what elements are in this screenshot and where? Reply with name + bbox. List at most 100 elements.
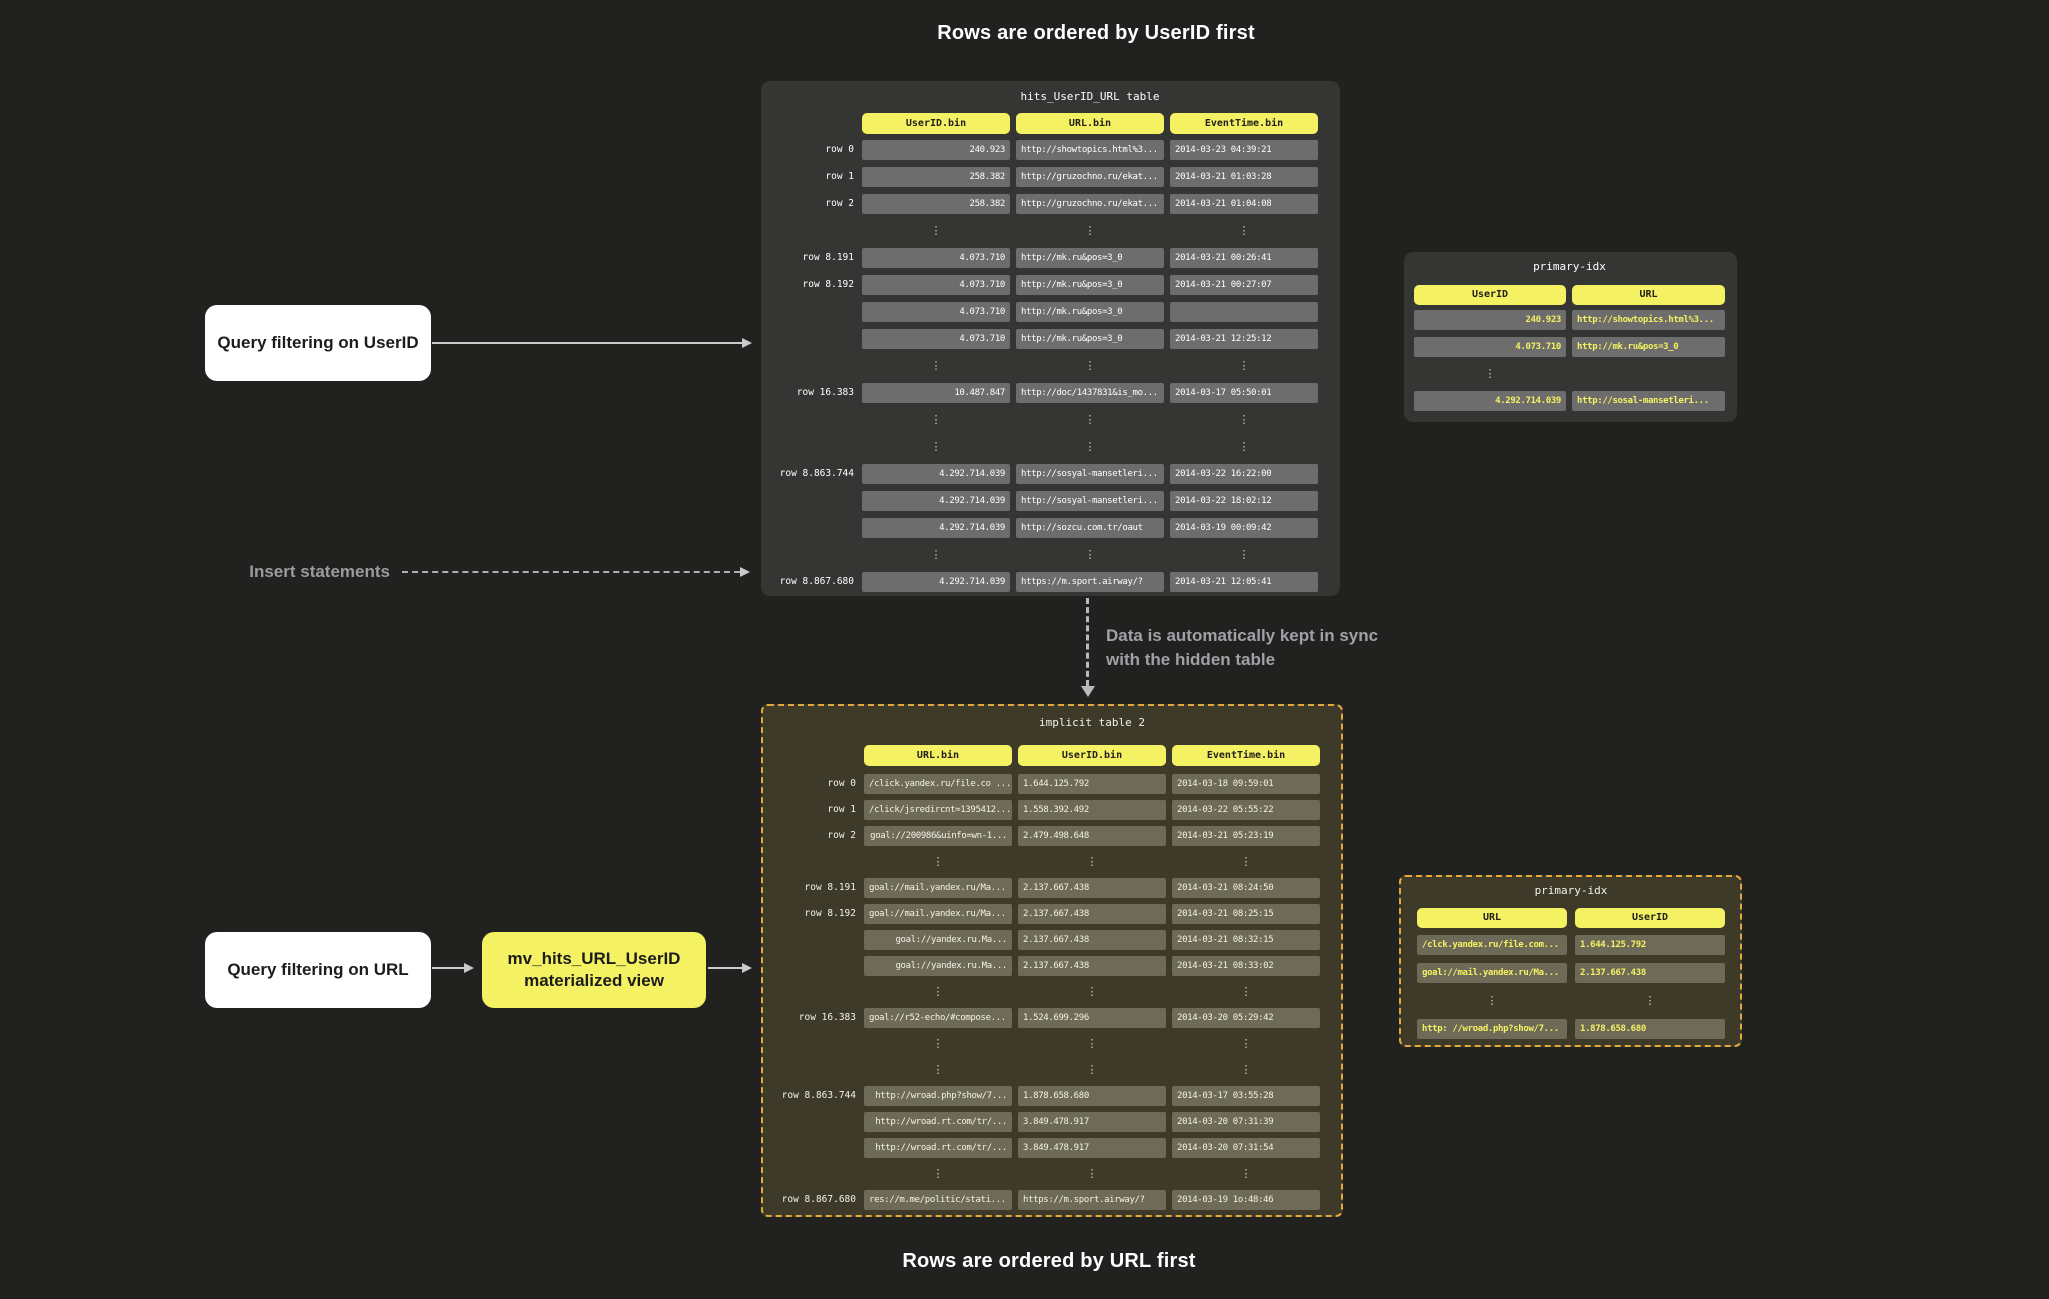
table-cell: 2.479.498.648 <box>1018 826 1166 846</box>
arrow-insert-statements <box>402 571 740 573</box>
table-cell: 1.644.125.792 <box>1018 774 1166 794</box>
table-cell: http://mk.ru&pos=3_0 <box>1016 248 1164 268</box>
column-header: URL.bin <box>1016 113 1164 134</box>
table-cell: 4.073.710 <box>862 302 1010 322</box>
table-cell: goal://mail.yandex.ru/Ma... <box>1417 963 1567 983</box>
table-cell: http: //wroad.php?show/7... <box>1417 1019 1567 1039</box>
ellipsis-row-marker: ⋮ <box>1086 985 1098 998</box>
table-cell: 2014-03-17 03:55:28 <box>1172 1086 1320 1106</box>
table-title: primary-idx <box>1534 884 1608 897</box>
ellipsis-row-marker: ⋮ <box>1238 413 1250 426</box>
arrow-sync-head-icon <box>1081 686 1095 697</box>
table-cell: https://m.sport.airway/? <box>1016 572 1164 592</box>
query-filtering-url-box: Query filtering on URL <box>205 932 431 1008</box>
ellipsis-row-marker: ⋮ <box>1084 359 1096 372</box>
ellipsis-row-marker: ⋮ <box>1086 855 1098 868</box>
table-cell: 2.137.667.438 <box>1018 904 1166 924</box>
table-title: primary-idx <box>1533 260 1606 273</box>
table-cell: 2.137.667.438 <box>1018 930 1166 950</box>
table-title: implicit table 2 <box>1039 716 1145 729</box>
ellipsis-row-marker: ⋮ <box>1240 855 1252 868</box>
table-cell: goal://mail.yandex.ru/Ma... <box>864 904 1012 924</box>
table-cell: 2014-03-22 16:22:00 <box>1170 464 1318 484</box>
table-cell: http://sozcu.com.tr/oaut <box>1016 518 1164 538</box>
table-cell: http://sosyal-mansetleri... <box>1016 464 1164 484</box>
sync-note-line1: Data is automatically kept in sync <box>1106 626 1379 645</box>
row-label: row 0 <box>827 778 856 789</box>
ellipsis-row-marker: ⋮ <box>932 1037 944 1050</box>
table-cell: 2014-03-22 18:02:12 <box>1170 491 1318 511</box>
ellipsis-row-marker: ⋮ <box>1086 1063 1098 1076</box>
table-cell: 1.644.125.792 <box>1575 935 1725 955</box>
table-cell: http://mk.ru&pos=3_0 <box>1016 302 1164 322</box>
table-cell: /click/jsredircnt=1395412... <box>864 800 1012 820</box>
table-cell: 2.137.667.438 <box>1018 878 1166 898</box>
table-cell: 4.292.714.039 <box>1414 391 1566 411</box>
table-cell: http://showtopics.html%3... <box>1572 310 1725 330</box>
table-cell: 4.292.714.039 <box>862 464 1010 484</box>
arrow-query-userid <box>432 342 742 344</box>
table-cell: 2014-03-21 00:27:07 <box>1170 275 1318 295</box>
table-cell: 2014-03-19 00:09:42 <box>1170 518 1318 538</box>
table-cell: http://mk.ru&pos=3_0 <box>1572 337 1725 357</box>
row-label: row 1 <box>827 804 856 815</box>
table-cell: 2014-03-21 12:05:41 <box>1170 572 1318 592</box>
column-header: URL.bin <box>864 745 1012 766</box>
table-cell: http://mk.ru&pos=3_0 <box>1016 275 1164 295</box>
table-cell: /click.yandex.ru/file.co ... <box>864 774 1012 794</box>
ellipsis-row-marker: ⋮ <box>932 1063 944 1076</box>
table-cell: http://wroad.php?show/7... <box>864 1086 1012 1106</box>
table-cell: 2014-03-22 05:55:22 <box>1172 800 1320 820</box>
ellipsis-row-marker: ⋮ <box>930 440 942 453</box>
row-label: row 8.192 <box>802 279 854 290</box>
materialized-view-name: mv_hits_URL_UserID <box>507 949 681 968</box>
table-cell: 2014-03-21 01:04:08 <box>1170 194 1318 214</box>
table-cell: 2014-03-21 08:24:50 <box>1172 878 1320 898</box>
row-label: row 8.863.744 <box>781 1090 856 1101</box>
table-cell: 2014-03-20 05:29:42 <box>1172 1008 1320 1028</box>
table-cell: 2014-03-20 07:31:54 <box>1172 1138 1320 1158</box>
table-cell: 2014-03-19 1o:48:46 <box>1172 1190 1320 1210</box>
table-cell: 10.487.847 <box>862 383 1010 403</box>
ellipsis-row-marker: ⋮ <box>1086 1167 1098 1180</box>
table-cell: goal://yandex.ru.Ma... <box>864 956 1012 976</box>
column-header: UserID <box>1414 285 1566 305</box>
table-cell: https://m.sport.airway/? <box>1018 1190 1166 1210</box>
table-cell: 1.878.658.680 <box>1575 1019 1725 1039</box>
table-cell: 4.292.714.039 <box>862 572 1010 592</box>
table-cell: goal://r52-echo/#compose... <box>864 1008 1012 1028</box>
table-cell: http://mk.ru&pos=3_0 <box>1016 329 1164 349</box>
table-cell: 3.849.478.917 <box>1018 1112 1166 1132</box>
row-label: row 8.192 <box>804 908 856 919</box>
row-label: row 8.191 <box>802 252 854 263</box>
table-cell: 2014-03-21 00:26:41 <box>1170 248 1318 268</box>
insert-statements-label: Insert statements <box>249 562 390 581</box>
ellipsis-row-marker: ⋮ <box>1486 994 1498 1007</box>
table-cell: 4.073.710 <box>862 329 1010 349</box>
table-cell: goal://200986&uinfo=wn-1... <box>864 826 1012 846</box>
table-cell: 2014-03-23 04:39:21 <box>1170 140 1318 160</box>
arrow-mv-to-table-head-icon <box>742 962 752 973</box>
column-header: URL <box>1572 285 1725 305</box>
arrow-query-url-head-icon <box>464 962 474 973</box>
ellipsis-row-marker: ⋮ <box>930 224 942 237</box>
table-cell: /clck.yandex.ru/file.com... <box>1417 935 1567 955</box>
column-header: EventTime.bin <box>1172 745 1320 766</box>
table-cell: 258.382 <box>862 167 1010 187</box>
query-filtering-url-text: Query filtering on URL <box>227 960 409 979</box>
ellipsis-row-marker: ⋮ <box>1644 994 1656 1007</box>
ellipsis-row-marker: ⋮ <box>1240 1167 1252 1180</box>
row-label: row 1 <box>825 171 854 182</box>
arrow-insert-statements-head-icon <box>740 566 750 577</box>
ellipsis-row-marker: ⋮ <box>932 985 944 998</box>
row-label: row 2 <box>825 198 854 209</box>
table-cell: 2014-03-21 05:23:19 <box>1172 826 1320 846</box>
ellipsis-row-marker: ⋮ <box>1240 985 1252 998</box>
row-label: row 8.867.680 <box>781 1194 856 1205</box>
row-label: row 8.863.744 <box>779 468 854 479</box>
table-cell: http://wroad.rt.com/tr/... <box>864 1112 1012 1132</box>
table-cell: 1.878.658.680 <box>1018 1086 1166 1106</box>
